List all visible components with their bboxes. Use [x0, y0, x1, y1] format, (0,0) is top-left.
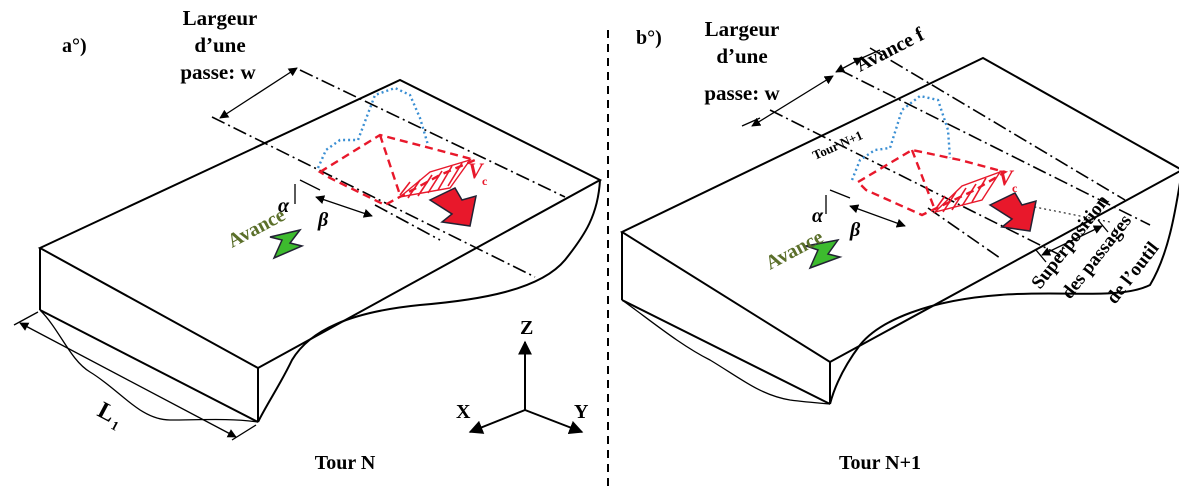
- vc-arrow-a: [428, 187, 477, 227]
- beta-dim-b: [849, 204, 906, 228]
- pass-edge-prev-b: [869, 47, 1126, 201]
- beta-label-a: β: [317, 209, 329, 231]
- width-label-line3-a: passe: w: [180, 60, 256, 84]
- avance-arrow-b: [803, 238, 843, 270]
- caption-b: Tour N+1: [839, 452, 921, 474]
- tool-profile-b: [850, 94, 952, 181]
- prev-pass-label: Tour N+1: [810, 127, 865, 162]
- avance-label-b: Avance: [762, 226, 827, 275]
- panel-b-tag: b°): [636, 27, 662, 49]
- z-axis-label: Z: [520, 317, 533, 339]
- vc-sub-b: c: [1012, 181, 1018, 195]
- vc-label-a: V: [468, 158, 485, 183]
- overlap-tick-left: [1035, 249, 1047, 263]
- alpha-dim-b: [829, 189, 851, 199]
- x-axis: [468, 409, 526, 434]
- panel-a: a°) Largeur d’une passe: w Avance α β V …: [13, 6, 603, 474]
- pass-edge-near-a: [211, 116, 536, 278]
- caption-a: Tour N: [315, 452, 376, 474]
- overlap-tick-right: [1097, 219, 1109, 233]
- feed-label: Avance f: [852, 23, 928, 76]
- width-label-line3-b: passe: w: [704, 81, 780, 105]
- width-label-line2-b: d’une: [716, 44, 767, 68]
- x-axis-label: X: [456, 401, 471, 423]
- workpiece-block-b: [619, 56, 1179, 405]
- pass-edge-far-a: [299, 69, 566, 198]
- feed-dimension: [835, 57, 863, 73]
- panel-b: b°) Largeur d’une passe: w Avance f Tour…: [619, 17, 1179, 474]
- y-axis: [524, 409, 584, 434]
- length-dimension-a: [19, 322, 237, 438]
- width-label-line1-a: Largeur: [183, 6, 258, 30]
- width-tick-b: [741, 117, 761, 127]
- alpha-dim-a: [299, 179, 321, 191]
- feed-leader: [861, 49, 881, 59]
- vc-arrow-b: [988, 192, 1037, 232]
- cut-profile-a: [317, 133, 479, 207]
- vc-sub-a: c: [482, 174, 488, 188]
- pass-edge-near-b: [769, 109, 1061, 256]
- tool-profile-a: [316, 86, 430, 169]
- alpha-label-a: α: [278, 195, 290, 217]
- thin-guide-b: [999, 199, 1111, 223]
- length-tick-left: [13, 311, 39, 326]
- width-dimension-b: [751, 75, 834, 127]
- axis-triad: Z X Y: [456, 317, 589, 434]
- pass-edge-far-b: [839, 69, 1151, 226]
- width-label-line1-b: Largeur: [705, 17, 780, 41]
- beta-dim-a: [315, 195, 373, 218]
- avance-arrow-a: [269, 228, 305, 260]
- length-tick-right: [231, 424, 257, 441]
- pass-edge-mid-b: [927, 207, 1001, 259]
- panel-a-tag: a°): [62, 35, 87, 57]
- workpiece-block-a: [37, 78, 603, 423]
- width-dimension-a: [219, 67, 298, 119]
- beta-label-b: β: [849, 219, 861, 241]
- pass-edge-mid-a: [374, 204, 441, 241]
- y-axis-label: Y: [574, 401, 589, 423]
- vc-label-b: V: [998, 165, 1015, 190]
- cut-profile-b: [856, 148, 1009, 217]
- overlap-dimension: [1041, 225, 1103, 256]
- width-label-line2-a: d’une: [194, 33, 245, 57]
- alpha-label-b: α: [812, 205, 824, 227]
